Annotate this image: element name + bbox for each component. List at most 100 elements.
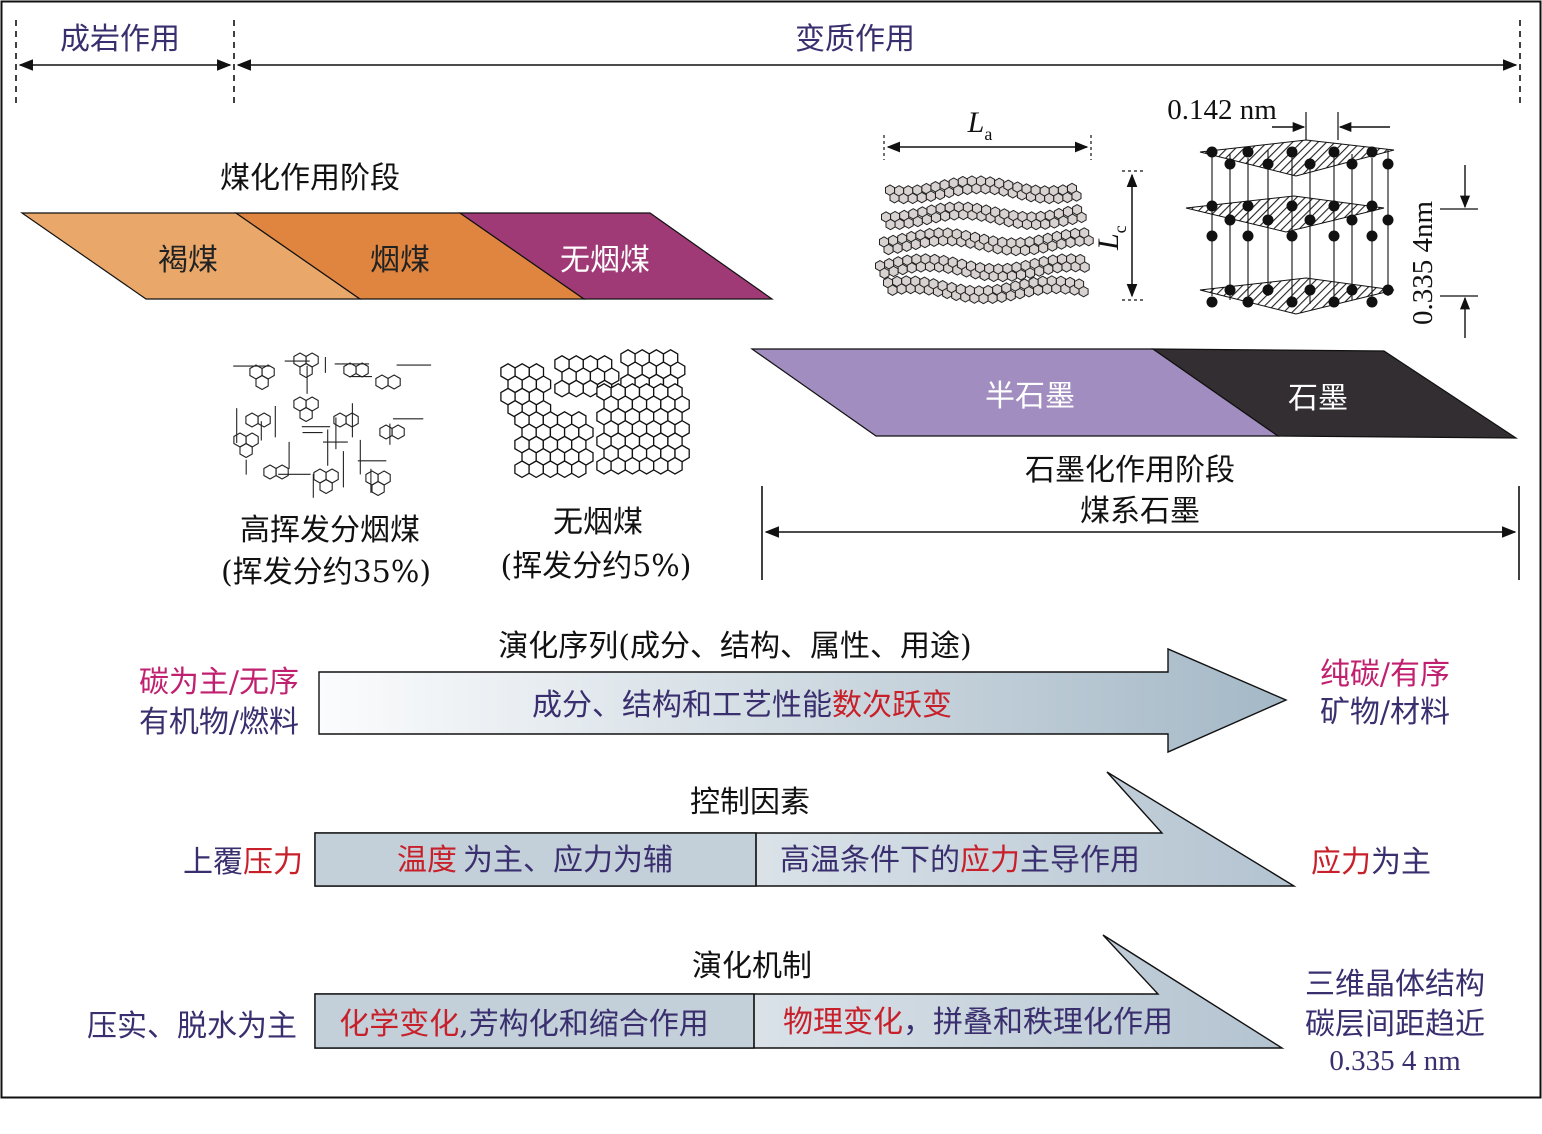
mechanism-right-line1: 三维晶体结构 bbox=[1305, 967, 1485, 1002]
carbon-atom bbox=[1206, 146, 1218, 158]
graphene-fragment bbox=[1079, 261, 1090, 273]
carbon-atom bbox=[1328, 230, 1340, 242]
evolution-arrow-text: 成分、结构和工艺性能数次跃变 bbox=[532, 688, 952, 723]
evolution-right-line2: 矿物/材料 bbox=[1320, 695, 1450, 730]
graphene-fragment bbox=[921, 213, 932, 226]
graphene-fragment bbox=[1014, 287, 1025, 300]
control-factors-title: 控制因素 bbox=[690, 785, 810, 820]
aromatic-ring bbox=[371, 480, 385, 497]
condensed-ring bbox=[596, 456, 612, 475]
graphene-fragment bbox=[1058, 215, 1069, 227]
aromatic-ring bbox=[257, 412, 271, 428]
graphene-fragment bbox=[925, 190, 936, 202]
evolution-sequence-title: 演化序列(成分、结构、属性、用途) bbox=[498, 629, 971, 664]
coalification-band: 煤化作用阶段 褐煤 烟煤 无烟煤 bbox=[20, 161, 774, 300]
graphene-fragment bbox=[940, 210, 951, 222]
aromatic-ring bbox=[299, 362, 313, 379]
aromatic-ring bbox=[387, 374, 401, 390]
mechanism-right-line3: 0.335 4 nm bbox=[1329, 1045, 1461, 1077]
interlayer-spacing-label: 0.335 4nm bbox=[1407, 201, 1439, 326]
graphene-fragment bbox=[996, 291, 1007, 303]
graphene-fragment bbox=[1067, 213, 1078, 226]
carbon-atom bbox=[1366, 146, 1378, 158]
control-first-segment bbox=[314, 832, 757, 887]
graphene-fragment bbox=[903, 217, 914, 229]
graphene-fragment bbox=[888, 265, 899, 278]
carbon-atom bbox=[1224, 284, 1236, 296]
carbon-atom bbox=[1304, 158, 1316, 170]
graphene-fragment bbox=[1071, 190, 1082, 202]
control-factors: 控制因素 温度为主、应力为辅 高温条件下的应力主导作用 上覆压力 应力为主 bbox=[183, 771, 1431, 887]
condensed-ring bbox=[514, 460, 530, 479]
graphene-fragment bbox=[1076, 211, 1087, 224]
graphene-fragment bbox=[1065, 236, 1076, 249]
graphene-fragment bbox=[1006, 270, 1017, 282]
control-segment1-text: 温度为主、应力为辅 bbox=[397, 843, 673, 878]
condensed-ring bbox=[542, 460, 559, 479]
lc-label: Lc bbox=[1092, 225, 1130, 251]
graphene-fragment bbox=[1083, 234, 1094, 247]
carbon-atom bbox=[1286, 146, 1298, 158]
carbon-atom bbox=[1382, 158, 1394, 170]
carbon-atom bbox=[1328, 146, 1340, 158]
aromatic-ring bbox=[275, 464, 289, 480]
carbon-atom bbox=[1366, 230, 1378, 242]
anthracite-structure-label: 无烟煤 bbox=[553, 505, 643, 540]
carbon-atom bbox=[1242, 146, 1254, 158]
graphene-fragment bbox=[1033, 284, 1044, 296]
aromatic-ring bbox=[343, 362, 357, 378]
graphite-lattice: 0.142 nm 0.335 4nm bbox=[1167, 94, 1478, 338]
carbon-atom bbox=[1328, 296, 1340, 308]
graphene-fragment bbox=[892, 242, 903, 254]
control-right-text: 应力为主 bbox=[1311, 845, 1431, 880]
condensed-ring bbox=[571, 460, 587, 479]
aromatic-ring bbox=[355, 362, 369, 378]
graphene-fragment bbox=[935, 188, 945, 201]
outer-frame bbox=[0, 0, 1542, 1099]
carbon-atom bbox=[1242, 296, 1254, 308]
graphite-band bbox=[1151, 348, 1519, 439]
coalification-stage-title: 煤化作用阶段 bbox=[220, 161, 400, 196]
graphene-fragment bbox=[1038, 242, 1049, 254]
aromatic-ring bbox=[299, 406, 313, 423]
graphene-fragment bbox=[901, 240, 912, 252]
graphene-fragment bbox=[879, 267, 890, 280]
condensed-ring bbox=[624, 456, 641, 475]
high-volatile-label: 高挥发分烟煤 bbox=[240, 513, 420, 548]
graphene-fragment bbox=[931, 211, 941, 224]
carbon-atom bbox=[1224, 158, 1236, 170]
condensed-ring bbox=[638, 456, 655, 475]
graphene-fragment bbox=[897, 263, 908, 276]
mechanism-left-text: 压实、脱水为主 bbox=[87, 1009, 297, 1044]
carbon-atom bbox=[1346, 214, 1358, 226]
carbon-atom bbox=[1242, 230, 1254, 242]
mechanism-segment2-text: 物理变化，拼叠和秩理化作用 bbox=[783, 1005, 1173, 1040]
evolution-right-line1: 纯碳/有序 bbox=[1320, 657, 1450, 692]
graphene-fragment bbox=[1025, 267, 1036, 279]
carbon-atom bbox=[1366, 200, 1378, 212]
carbon-atom bbox=[1286, 230, 1298, 242]
graphene-fragment bbox=[912, 215, 923, 228]
carbon-atom bbox=[1206, 200, 1218, 212]
aromatic-ring bbox=[239, 442, 253, 459]
mechanism-first-segment bbox=[314, 993, 755, 1049]
carbon-atom bbox=[1262, 284, 1274, 296]
graphene-fragment bbox=[883, 243, 894, 256]
evolution-sequence: 演化序列(成分、结构、属性、用途) 成分、结构和工艺性能数次跃变 碳为主/无序 … bbox=[139, 629, 1450, 754]
metamorphism-label: 变质作用 bbox=[795, 22, 915, 57]
la-label: La bbox=[967, 106, 993, 144]
anthracite-band bbox=[458, 212, 774, 300]
graphene-fragment bbox=[916, 191, 927, 204]
mechanism-right-line2: 碳层间距趋近 bbox=[1305, 1007, 1485, 1042]
diagenesis-label: 成岩作用 bbox=[60, 22, 180, 57]
carbon-atom bbox=[1382, 214, 1394, 226]
graphene-fragment bbox=[1043, 263, 1054, 275]
graphene-fragment bbox=[1078, 285, 1089, 298]
graphene-fragment bbox=[1062, 191, 1073, 204]
aromatic-ring bbox=[319, 478, 333, 495]
graphene-fragment bbox=[906, 262, 917, 274]
carbon-atom bbox=[1366, 296, 1378, 308]
evolution-mechanism: 演化机制 化学变化,芳构化和缩合作用 物理变化，拼叠和秩理化作用 压实、脱水为主… bbox=[87, 934, 1485, 1077]
carbon-atom bbox=[1206, 230, 1218, 242]
